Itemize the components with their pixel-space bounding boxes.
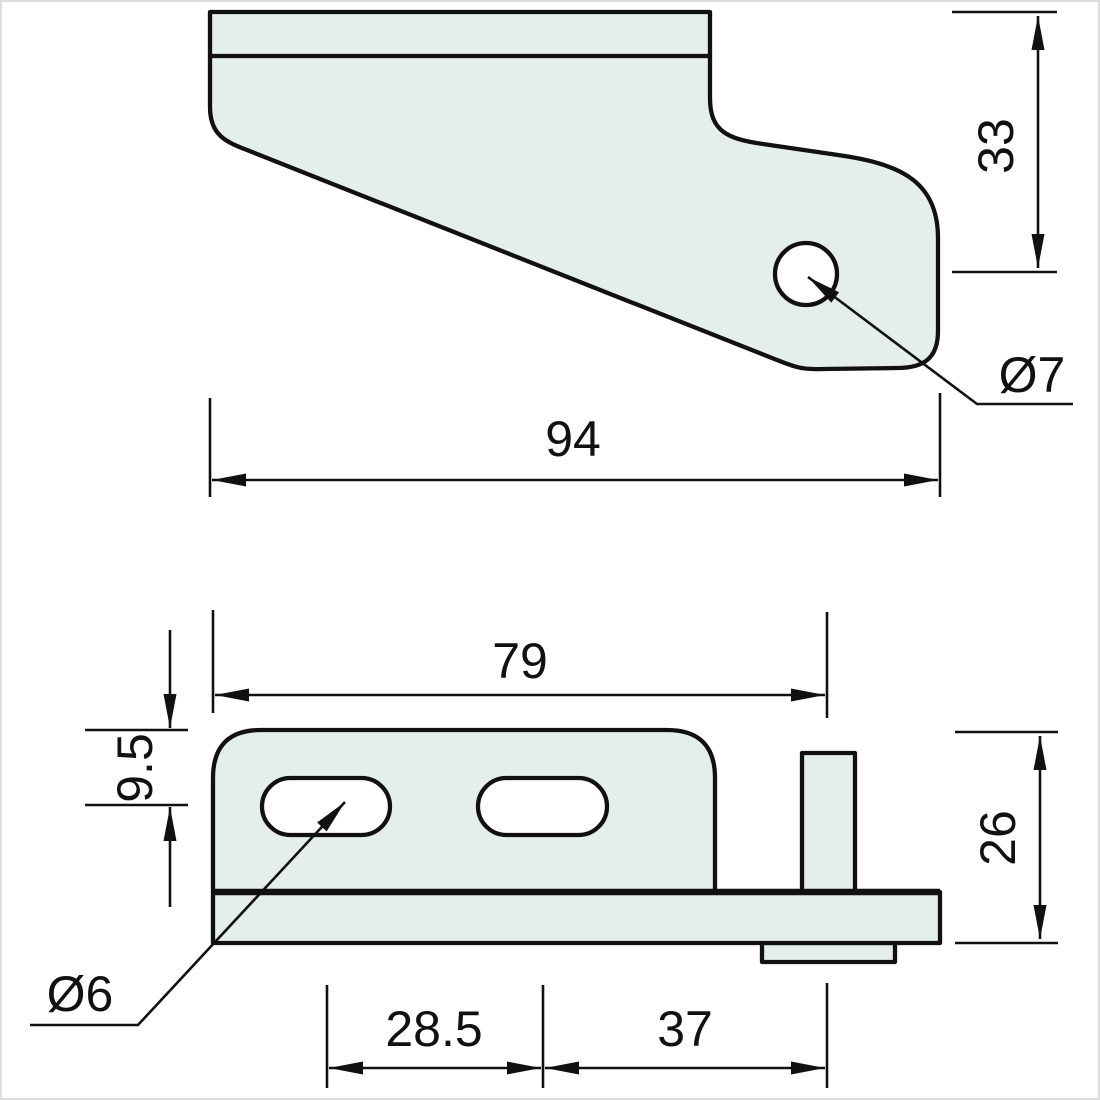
dim-79-label: 79 <box>492 633 548 689</box>
front-view-bottom-tab <box>759 940 898 965</box>
dim-37-label: 37 <box>657 1001 713 1057</box>
slot-diameter-label: Ø6 <box>47 966 114 1022</box>
dim-26-label: 26 <box>970 810 1026 866</box>
hole-leader-line <box>807 275 1073 406</box>
hole-diameter-label: Ø7 <box>999 347 1066 403</box>
side-view-hole <box>772 240 840 308</box>
front-view-slot-1 <box>259 775 393 838</box>
dim-33-label: 33 <box>968 118 1024 174</box>
side-view: 33 94 Ø7 <box>207 9 1073 497</box>
dim-94: 94 <box>208 393 942 497</box>
dim-79: 79 <box>211 610 829 718</box>
hole-diameter-callout: Ø7 <box>807 275 1073 406</box>
side-view-body <box>207 9 941 372</box>
dim-28p5: 28.5 <box>325 985 545 1088</box>
front-view-base-plate <box>210 889 943 946</box>
dim-37: 37 <box>545 983 829 1088</box>
front-view-flange <box>210 727 718 895</box>
dim-26: 26 <box>955 730 1058 945</box>
dim-28p5-label: 28.5 <box>385 1001 482 1057</box>
dim-33: 33 <box>952 10 1057 274</box>
dim-9p5-label: 9.5 <box>107 733 163 803</box>
dim-9p5: 9.5 <box>85 630 188 907</box>
dim-94-label: 94 <box>545 411 601 467</box>
front-view-pin <box>799 750 858 897</box>
slot-leader-line <box>30 801 346 1027</box>
slot-diameter-callout: Ø6 <box>30 801 346 1027</box>
front-view: 79 9.5 26 28.5 37 <box>30 610 1058 1088</box>
front-view-slot-2 <box>475 775 610 838</box>
